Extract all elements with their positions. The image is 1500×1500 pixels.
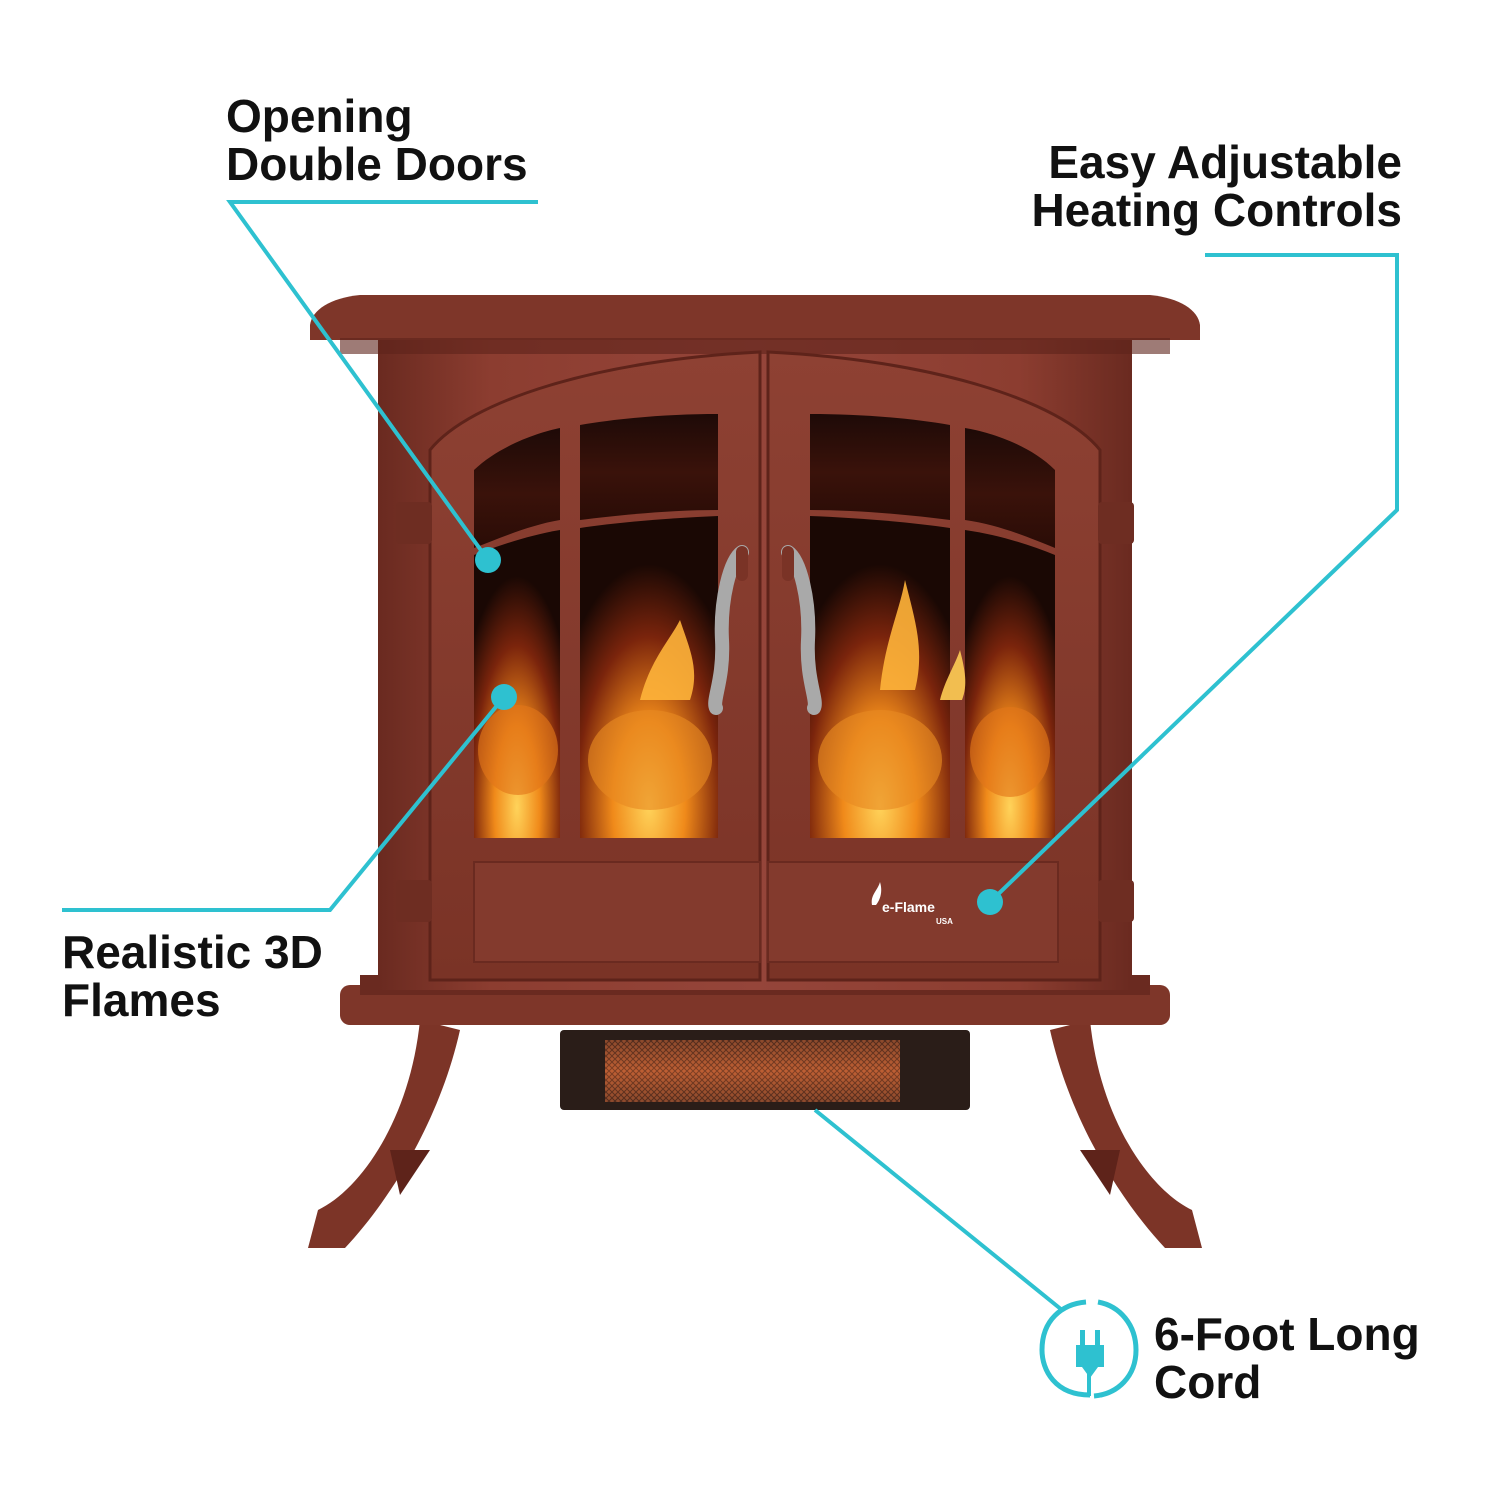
double-doors — [396, 350, 1134, 982]
callout-flames-line1: Realistic 3D — [62, 926, 323, 978]
brand-name: e-Flame — [882, 899, 935, 915]
flames-leader — [62, 695, 506, 912]
controls-leader — [988, 253, 1399, 904]
callout-heating-controls: Easy Adjustable Heating Controls — [1031, 138, 1402, 234]
callout-dots — [475, 547, 1003, 915]
callout-flames-line2: Flames — [62, 974, 221, 1026]
stove-legs — [308, 1020, 1202, 1248]
callout-opening-double-doors: Opening Double Doors — [226, 92, 528, 188]
flame-icon — [478, 580, 1050, 810]
callout-lines — [62, 200, 1399, 1312]
brand-logo: e-Flame USA — [871, 882, 953, 926]
plug-icon — [1039, 1299, 1139, 1399]
brand-region: USA — [936, 917, 953, 926]
doors-leader — [226, 200, 538, 562]
door-handles — [708, 545, 822, 715]
callout-cord-line1: 6-Foot Long — [1154, 1308, 1420, 1360]
callout-controls-line2: Heating Controls — [1031, 184, 1402, 236]
callout-controls-line1: Easy Adjustable — [1048, 136, 1402, 188]
callout-cord-line2: Cord — [1154, 1356, 1262, 1408]
callout-doors-line2: Double Doors — [226, 138, 528, 190]
callout-doors-line1: Opening — [226, 90, 413, 142]
cord-leader — [813, 1108, 1064, 1312]
callout-long-cord: 6-Foot Long Cord — [1154, 1310, 1420, 1406]
heater-vent — [560, 1030, 970, 1110]
callout-realistic-flames: Realistic 3D Flames — [62, 928, 323, 1024]
